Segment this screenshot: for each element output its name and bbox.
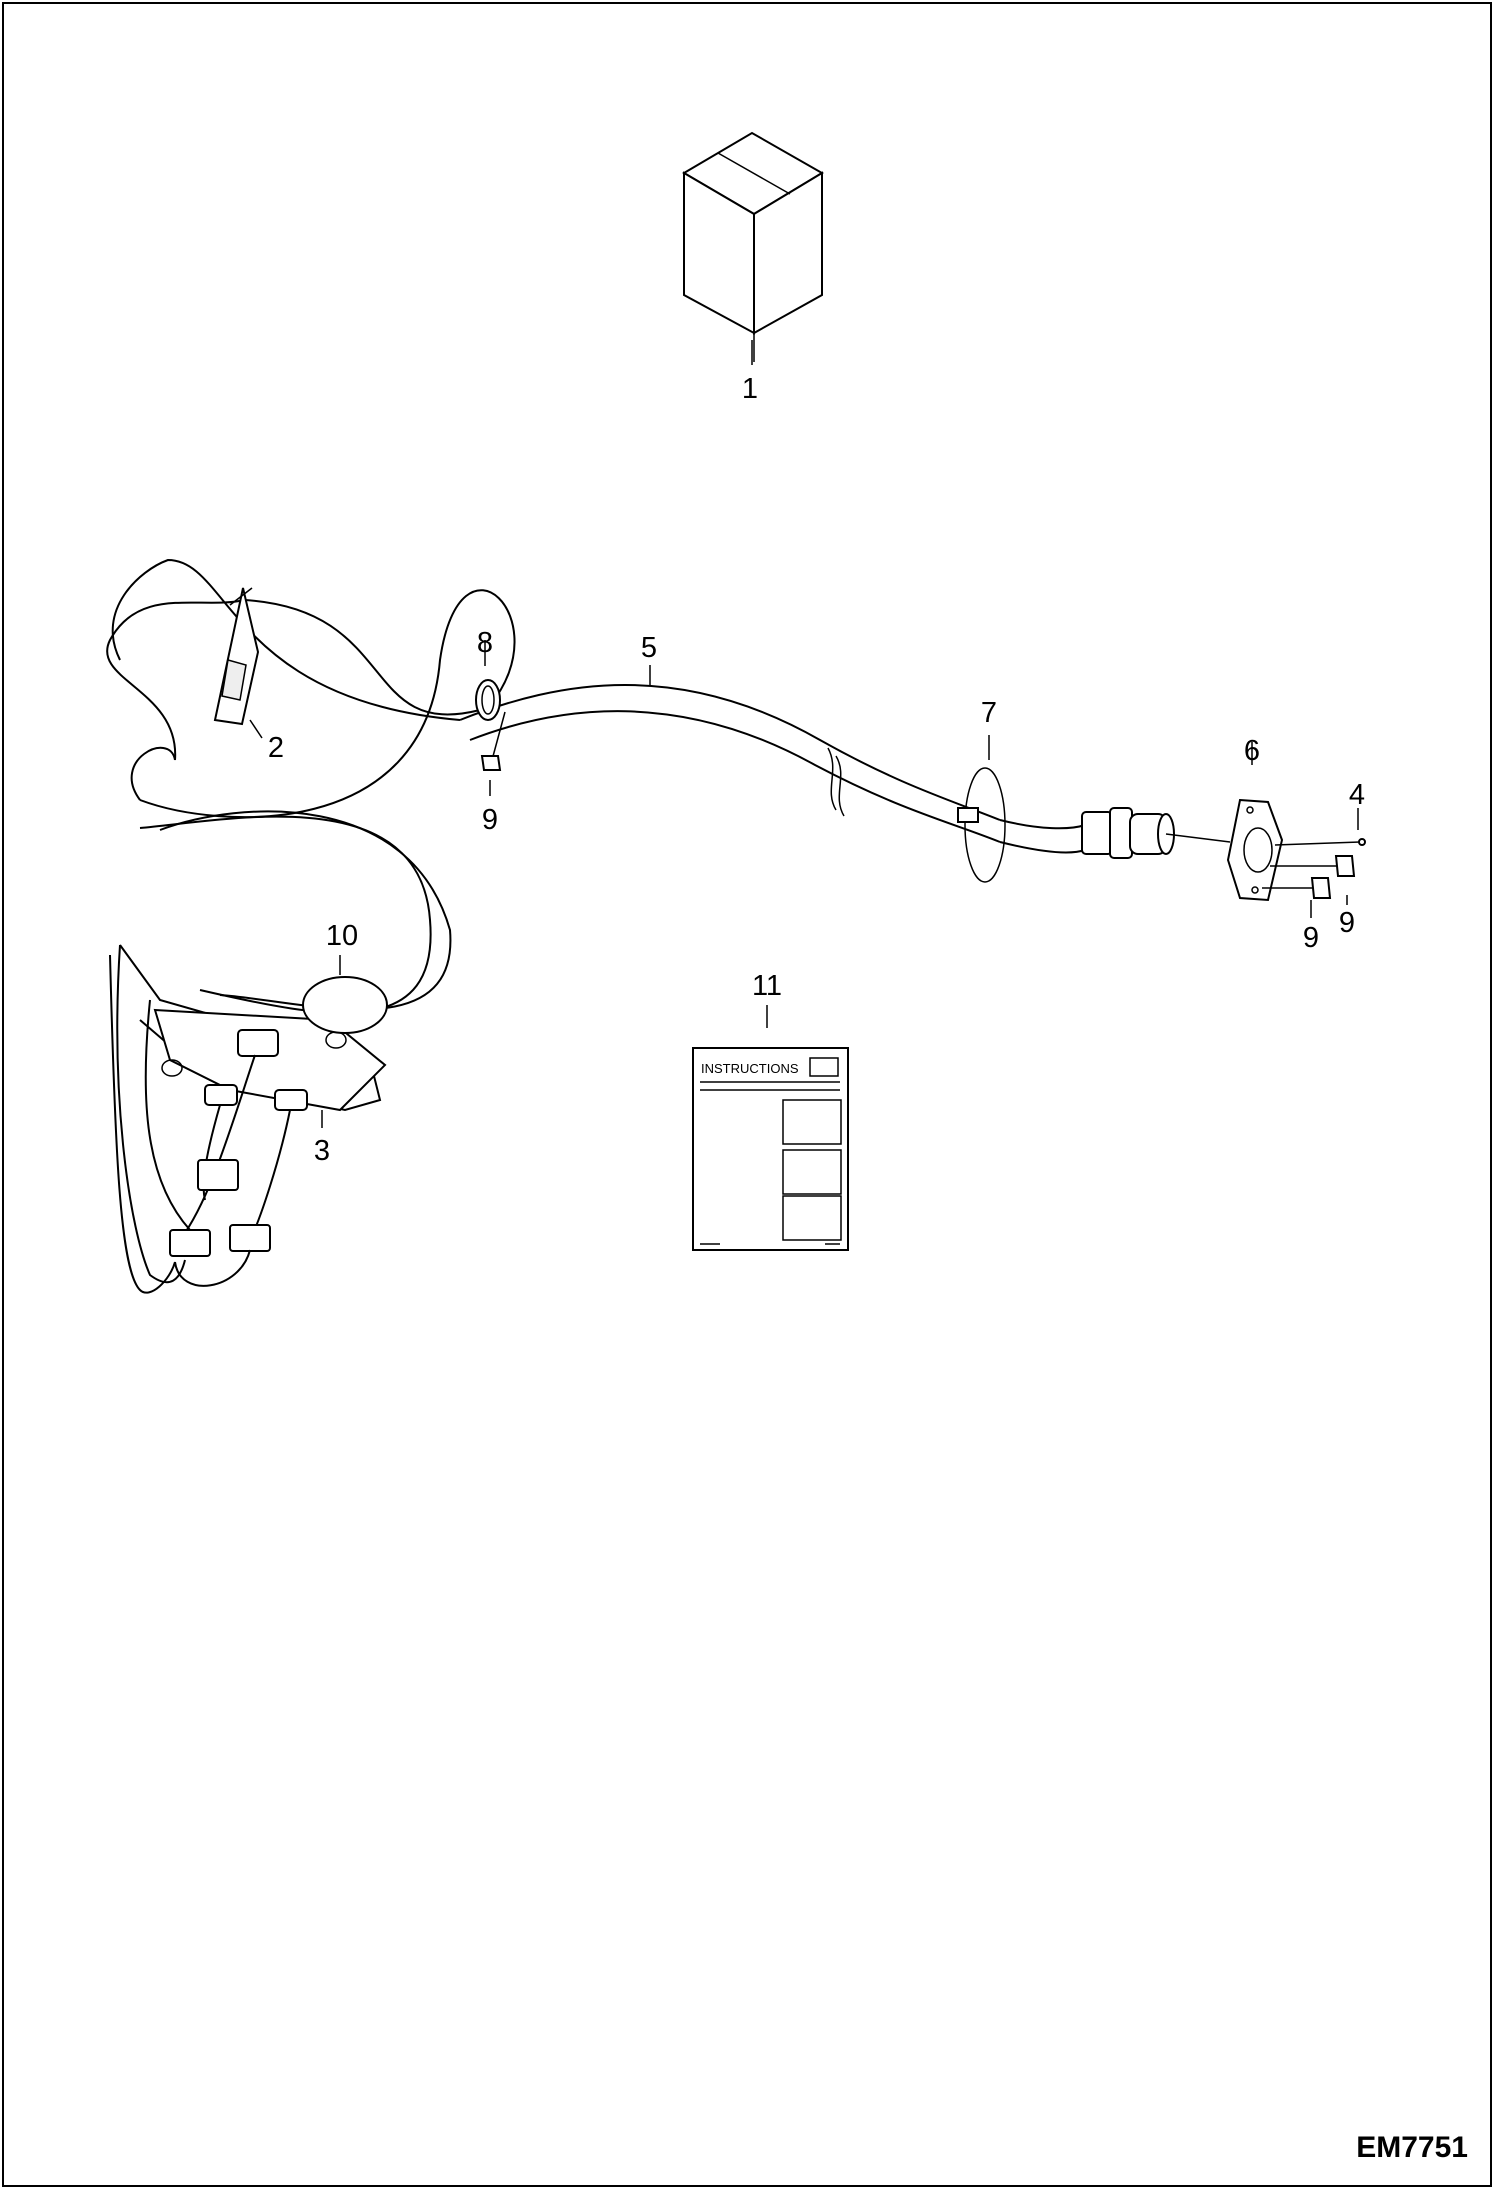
callout-3: 3 bbox=[314, 1135, 330, 1167]
control-module bbox=[109, 944, 387, 1294]
flange-screws bbox=[1262, 808, 1366, 899]
cable-tie bbox=[957, 735, 1006, 883]
leader-lines bbox=[649, 340, 1348, 918]
callout-6: 6 bbox=[1244, 735, 1260, 767]
callout-9-flange-left: 9 bbox=[1303, 922, 1319, 954]
callout-10: 10 bbox=[326, 920, 358, 952]
mounting-flange bbox=[1226, 742, 1284, 902]
mount-pad bbox=[302, 955, 388, 1034]
callout-7: 7 bbox=[981, 697, 997, 729]
callout-4: 4 bbox=[1349, 779, 1365, 811]
instructions-sheet: INSTRUCTIONS bbox=[692, 1005, 849, 1251]
kit-box bbox=[682, 131, 824, 362]
callout-11: 11 bbox=[752, 970, 782, 1002]
bolt-left bbox=[480, 711, 506, 796]
instructions-title: INSTRUCTIONS bbox=[701, 1061, 799, 1076]
callout-2: 2 bbox=[268, 732, 284, 764]
callout-9-flange-right: 9 bbox=[1339, 907, 1355, 939]
harness-cable bbox=[106, 558, 1086, 1014]
callout-5: 5 bbox=[641, 632, 657, 664]
callout-8: 8 bbox=[477, 627, 493, 659]
callout-1: 1 bbox=[742, 373, 758, 405]
figure-id: EM7751 bbox=[1356, 2131, 1468, 2164]
harness-tag bbox=[213, 587, 263, 739]
grommet bbox=[475, 640, 501, 721]
callout-labels: 1 2 3 4 5 6 7 8 9 9 9 10 11 bbox=[268, 373, 1365, 1167]
callout-9-left: 9 bbox=[482, 804, 498, 836]
connector-plug bbox=[1081, 807, 1231, 859]
